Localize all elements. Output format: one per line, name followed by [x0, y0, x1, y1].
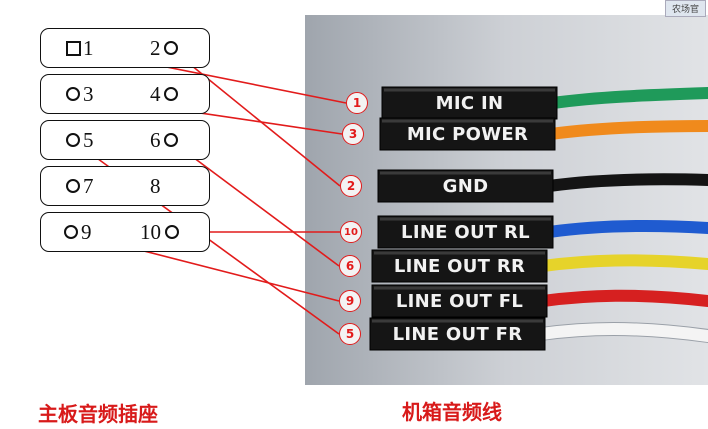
pin-number: 1 — [83, 36, 94, 60]
pin-hole-icon — [64, 225, 78, 239]
plug-highlight — [380, 217, 551, 221]
plug-highlight — [372, 319, 543, 323]
pin-number: 9 — [81, 220, 92, 244]
plug-label: MIC POWER — [406, 124, 529, 145]
cable-wire — [535, 323, 708, 342]
plug-label: LINE OUT FR — [392, 324, 523, 345]
plug-connector — [377, 215, 554, 249]
plug-label: LINE OUT RR — [393, 256, 526, 277]
plug-label: GND — [442, 176, 489, 197]
pin-hole-icon — [66, 133, 80, 147]
pin-number-badge: 1 — [346, 92, 368, 114]
pin-hole-icon — [165, 225, 179, 239]
plug-connector — [369, 317, 546, 351]
pin-row-5: 9 10 — [40, 212, 210, 252]
plug-highlight — [384, 88, 555, 92]
pin-number-badge: 10 — [340, 221, 362, 243]
pin-hole-icon — [164, 41, 178, 55]
plug-label: LINE OUT FL — [395, 291, 524, 312]
pin-number: 7 — [83, 174, 94, 198]
pin-number-badge: 3 — [342, 123, 364, 145]
pin-number: 8 — [150, 174, 161, 198]
pin-hole-icon — [66, 179, 80, 193]
plug-highlight — [380, 171, 551, 175]
motherboard-caption: 主板音频插座 — [38, 402, 158, 426]
cable-wire — [543, 219, 708, 238]
plug-highlight — [374, 286, 545, 290]
pin-hole-icon — [164, 133, 178, 147]
square-pin-icon — [66, 41, 81, 56]
watermark-badge: 农场官 — [664, 0, 706, 17]
pin-number: 6 — [150, 128, 161, 152]
pin-number-badge: 2 — [340, 175, 362, 197]
connection-line — [169, 47, 341, 187]
pin-hole-icon — [164, 87, 178, 101]
cable-wire — [537, 254, 708, 272]
pin-number: 3 — [83, 82, 94, 106]
pin-number: 10 — [140, 220, 161, 244]
pin-number-badge: 9 — [339, 290, 361, 312]
plug-connector — [371, 284, 548, 318]
cable-wire — [547, 87, 708, 109]
pin-number: 5 — [83, 128, 94, 152]
cable-wires — [534, 87, 708, 343]
cable-wire — [545, 120, 708, 140]
plug-connector — [377, 169, 554, 203]
plug-connectors — [369, 86, 558, 351]
plug-label: LINE OUT RL — [401, 222, 530, 243]
pin-number-badge: 5 — [339, 323, 361, 345]
plug-highlight — [374, 251, 545, 255]
connection-line — [169, 139, 340, 267]
plug-label: MIC IN — [435, 93, 504, 114]
pin-hole-icon — [66, 87, 80, 101]
plug-highlight — [382, 119, 553, 123]
plug-connector — [381, 86, 558, 120]
pin-number: 4 — [150, 82, 161, 106]
plug-connector — [371, 249, 548, 283]
plug-connector — [379, 117, 556, 151]
pin-number-badge: 6 — [339, 255, 361, 277]
case-caption: 机箱音频线 — [402, 400, 502, 424]
cable-wire — [543, 173, 708, 192]
pin-number: 2 — [150, 36, 161, 60]
cable-wire — [537, 289, 708, 307]
